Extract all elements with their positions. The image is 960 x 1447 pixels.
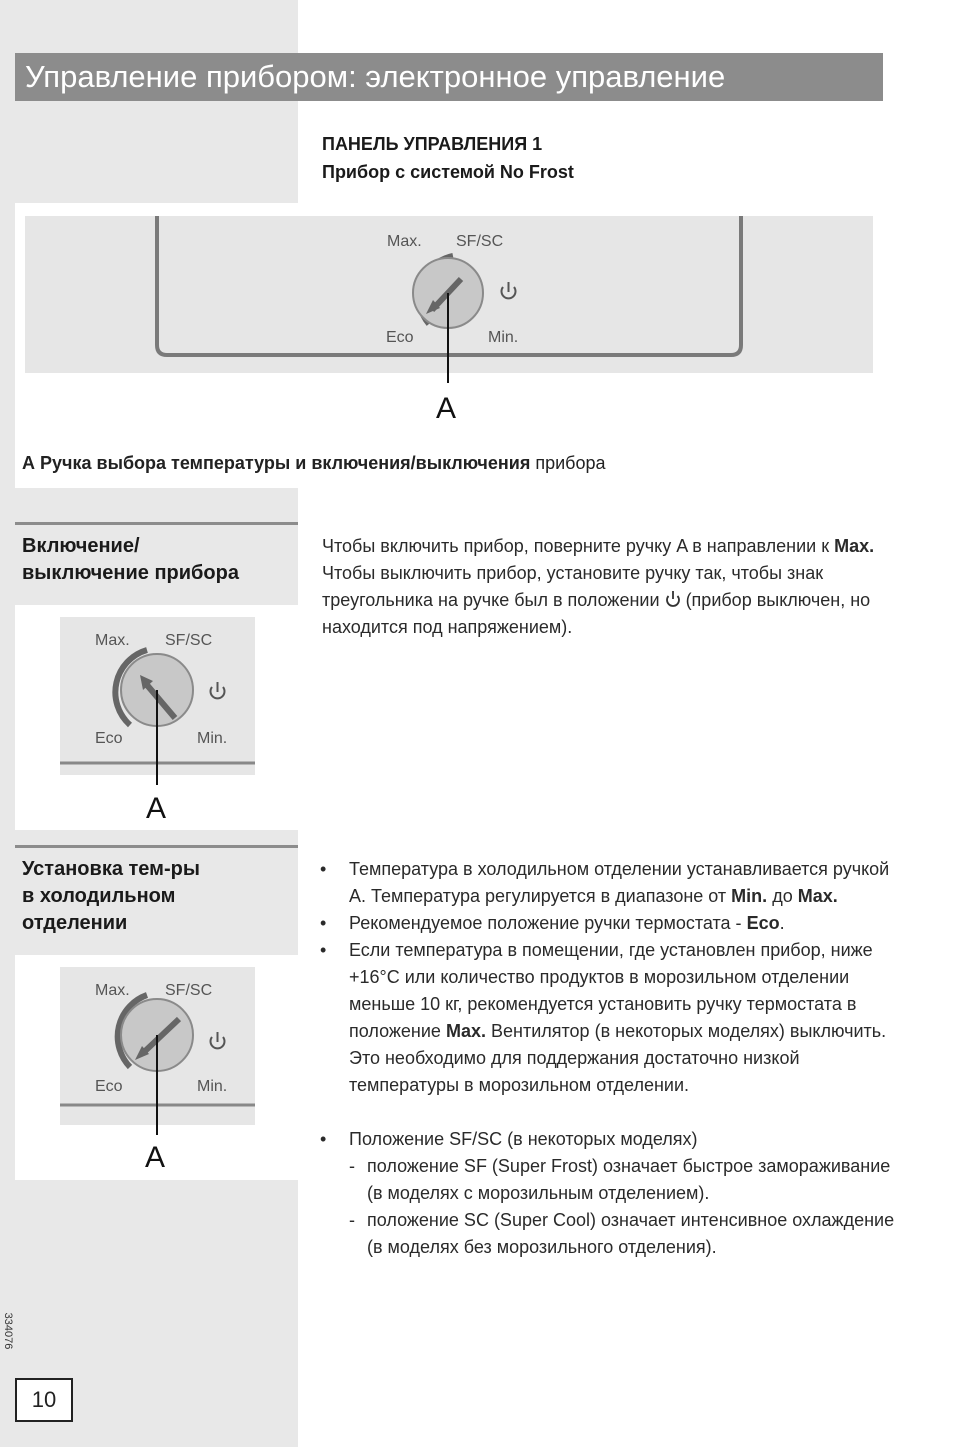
onoff-instructions: Чтобы включить прибор, поверните ручку A… [322, 533, 892, 641]
section-divider-temp [15, 845, 298, 848]
dial-arrow-head [135, 1046, 149, 1060]
section-title-temp-line3: отделении [22, 912, 128, 934]
bullet-item: • Рекомендуемое положение ручки термоста… [320, 913, 785, 933]
dial-label-sfsc: SF/SC [165, 982, 212, 999]
dial-label-max: Max. [95, 982, 130, 999]
section-title-onoff-line1: Включение/ [22, 535, 140, 557]
panel-heading-subtitle: Прибор с системой No Frost [322, 162, 574, 182]
knob-marker-a: A [145, 1141, 165, 1174]
dial-label-eco: Eco [386, 329, 414, 346]
section-title-temp: Установка тем-ры в холодильном отделении [22, 856, 200, 937]
power-icon [209, 1032, 226, 1050]
onoff-dial-diagram: Max. SF/SC Eco Min. A [60, 617, 255, 825]
onoff-text-2: Чтобы выключить прибор, установите ручку… [322, 563, 824, 610]
dial-arrow [140, 1016, 182, 1056]
bullet-item: • Температура в холодильном отделении ус… [320, 859, 890, 906]
dial-label-max: Max. [387, 233, 422, 250]
knob-caption: A Ручка выбора температуры и включения/в… [22, 453, 606, 474]
knob-marker-a: A [436, 392, 456, 425]
onoff-text-max: Max. [834, 536, 875, 556]
bullet-item: • Если температура в помещении, где уста… [320, 940, 887, 1095]
dial-arrow-head [140, 675, 153, 690]
caption-background [15, 446, 960, 488]
dial-scale-arc [114, 992, 149, 1070]
dial-label-eco: Eco [95, 1078, 123, 1095]
caption-bold-text: Ручка выбора температуры и включения/вык… [40, 453, 531, 473]
caption-text: прибора [535, 453, 606, 473]
page-number: 10 [15, 1378, 73, 1422]
onoff-text-1: Чтобы включить прибор, поверните ручку A… [322, 536, 830, 556]
dial-scale-arc [112, 647, 148, 728]
dial-label-sfsc: SF/SC [456, 233, 503, 250]
dial-arrow [144, 683, 178, 720]
bullet-item: • Положение SF/SC (в некоторых моделях) [320, 1129, 698, 1149]
power-icon [209, 682, 226, 700]
panel-heading: ПАНЕЛЬ УПРАВЛЕНИЯ 1 Прибор с системой No… [322, 130, 574, 186]
dial-label-min: Min. [488, 329, 518, 346]
control-panel-diagram: Max. SF/SC Eco Min. A [25, 216, 873, 425]
document-code: 334076 [2, 1312, 14, 1350]
dial-label-max: Max. [95, 632, 130, 649]
dial-label-sfsc: SF/SC [165, 632, 212, 649]
knob-marker-a: A [146, 792, 166, 825]
caption-letter: A [22, 453, 35, 473]
sub-item: - положение SF (Super Frost) означает бы… [349, 1156, 891, 1203]
temp-instructions: • Температура в холодильном отделении ус… [320, 856, 900, 1261]
section-title-onoff: Включение/ выключение прибора [22, 533, 239, 587]
page-title: Управление прибором: электронное управле… [15, 53, 883, 101]
onoff-text-3: (прибор выключен, но находится под напря… [322, 590, 871, 637]
dial-label-min: Min. [197, 730, 227, 747]
section-divider-onoff [15, 522, 298, 525]
dial-arrow-head [426, 300, 440, 314]
sub-item: - положение SC (Super Cool) означает инт… [349, 1210, 895, 1257]
power-icon [665, 591, 680, 607]
section-title-temp-line1: Установка тем-ры [22, 858, 200, 880]
section-title-onoff-line2: выключение прибора [22, 562, 239, 584]
dial-label-min: Min. [197, 1078, 227, 1095]
section-title-temp-line2: в холодильном [22, 885, 176, 907]
power-icon [500, 282, 517, 300]
panel-heading-background [298, 103, 960, 203]
temp-dial-diagram: Max. SF/SC Eco Min. A [60, 967, 255, 1174]
panel-heading-title: ПАНЕЛЬ УПРАВЛЕНИЯ 1 [322, 134, 543, 154]
dial-label-eco: Eco [95, 730, 123, 747]
